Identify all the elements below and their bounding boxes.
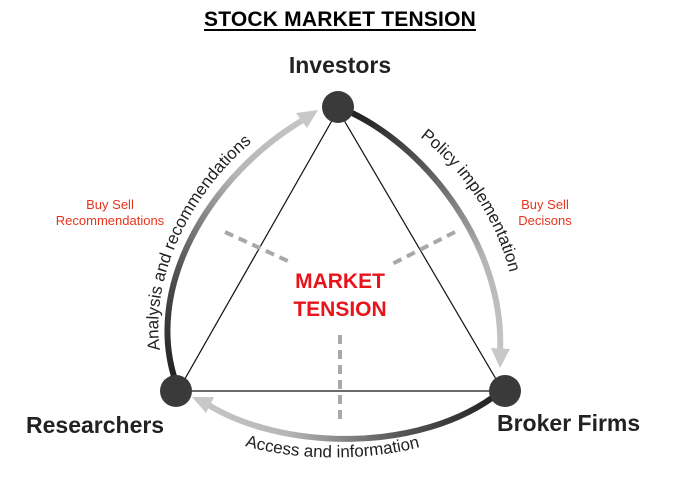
- arrow-bottom: [204, 389, 503, 442]
- label-investors: Investors: [288, 52, 392, 78]
- node-broker-firms: [489, 375, 521, 407]
- spoke-right: [389, 230, 456, 267]
- center-label-market: MARKET: [295, 270, 385, 293]
- arrow-left: [164, 117, 306, 391]
- triangle-outline: [177, 109, 504, 392]
- note-right-line1: Buy Sell: [521, 197, 569, 212]
- label-researchers: Researchers: [26, 412, 165, 438]
- dashed-spokes: [224, 230, 456, 420]
- arrow-left-head: [296, 110, 318, 128]
- curved-arrows: [164, 109, 510, 442]
- center-label-tension: TENSION: [293, 298, 387, 321]
- edge-label-left: Analysis and recommendations: [143, 131, 254, 352]
- note-left-line2: Recommendations: [55, 213, 165, 228]
- spoke-left: [224, 230, 291, 264]
- note-left-line1: Buy Sell: [86, 197, 134, 212]
- node-investors: [322, 91, 354, 123]
- arrow-bottom-head: [192, 397, 214, 413]
- note-buy-sell-recommendations: Buy Sell Recommendations: [48, 197, 172, 229]
- arrow-right: [347, 109, 504, 355]
- arrow-right-head: [491, 348, 510, 368]
- note-right-line2: Decisons: [518, 213, 572, 228]
- node-researchers: [160, 375, 192, 407]
- page-title: STOCK MARKET TENSION: [204, 8, 476, 31]
- label-broker-firms: Broker Firms: [497, 410, 641, 436]
- note-buy-sell-decisions: Buy Sell Decisons: [505, 197, 585, 229]
